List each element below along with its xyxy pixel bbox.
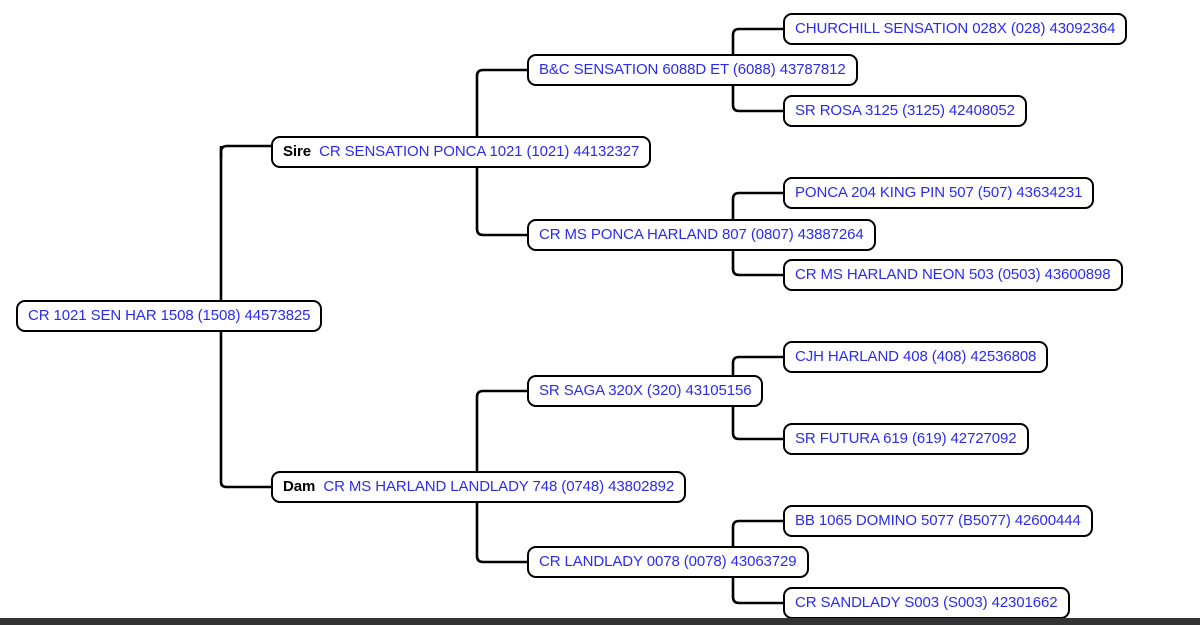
pedigree-node-sire-dam-sire[interactable]: PONCA 204 KING PIN 507 (507) 43634231: [783, 177, 1095, 209]
pedigree-node-root-name: CR 1021 SEN HAR 1508 (1508) 44573825: [28, 307, 311, 324]
pedigree-node-sire-dam[interactable]: CR MS PONCA HARLAND 807 (0807) 43887264: [527, 219, 876, 251]
pedigree-node-sire-dam-sire-name: PONCA 204 KING PIN 507 (507) 43634231: [795, 184, 1083, 201]
pedigree-node-dam-dam-sire-name: BB 1065 DOMINO 5077 (B5077) 42600444: [795, 512, 1081, 529]
pedigree-node-dam-sire-dam-name: SR FUTURA 619 (619) 42727092: [795, 430, 1017, 447]
pedigree-node-sire-role: Sire: [283, 143, 316, 160]
pedigree-node-dam-dam-dam-name: CR SANDLADY S003 (S003) 42301662: [795, 594, 1058, 611]
pedigree-node-sire-sire-name: B&C SENSATION 6088D ET (6088) 43787812: [539, 61, 846, 78]
pedigree-node-dam-sire[interactable]: SR SAGA 320X (320) 43105156: [527, 375, 764, 407]
connector-root-to-dam: [219, 481, 271, 489]
pedigree-node-dam-dam-name: CR LANDLADY 0078 (0078) 43063729: [539, 553, 797, 570]
pedigree-node-sire-sire-sire-name: CHURCHILL SENSATION 028X (028) 43092364: [795, 20, 1116, 37]
pedigree-node-sire-sire-sire[interactable]: CHURCHILL SENSATION 028X (028) 43092364: [783, 13, 1128, 45]
pedigree-node-sire-dam-dam-name: CR MS HARLAND NEON 503 (0503) 43600898: [795, 266, 1111, 283]
pedigree-node-sire-dam-dam[interactable]: CR MS HARLAND NEON 503 (0503) 43600898: [783, 259, 1123, 291]
pedigree-node-dam-dam[interactable]: CR LANDLADY 0078 (0078) 43063729: [527, 546, 809, 578]
pedigree-node-dam-sire-sire[interactable]: CJH HARLAND 408 (408) 42536808: [783, 341, 1049, 373]
pedigree-node-sire-name: CR SENSATION PONCA 1021 (1021) 44132327: [319, 143, 640, 160]
pedigree-node-dam-role: Dam: [283, 478, 320, 495]
bottom-scrollbar[interactable]: [0, 618, 1200, 625]
pedigree-node-sire-sire[interactable]: B&C SENSATION 6088D ET (6088) 43787812: [527, 54, 858, 86]
pedigree-node-dam-dam-sire[interactable]: BB 1065 DOMINO 5077 (B5077) 42600444: [783, 505, 1093, 537]
pedigree-node-dam-sire-name: SR SAGA 320X (320) 43105156: [539, 382, 752, 399]
pedigree-node-sire-sire-dam[interactable]: SR ROSA 3125 (3125) 42408052: [783, 95, 1027, 127]
pedigree-node-dam-sire-sire-name: CJH HARLAND 408 (408) 42536808: [795, 348, 1037, 365]
pedigree-node-sire[interactable]: Sire CR SENSATION PONCA 1021 (1021) 4413…: [271, 136, 652, 168]
connector-dam-to-dam-dam: [475, 493, 527, 564]
pedigree-node-sire-sire-dam-name: SR ROSA 3125 (3125) 42408052: [795, 102, 1015, 119]
pedigree-node-dam-name: CR MS HARLAND LANDLADY 748 (0748) 438028…: [323, 478, 675, 495]
pedigree-node-dam[interactable]: Dam CR MS HARLAND LANDLADY 748 (0748) 43…: [271, 471, 687, 503]
pedigree-node-dam-dam-dam[interactable]: CR SANDLADY S003 (S003) 42301662: [783, 587, 1070, 619]
connector-sire-to-sire-dam: [475, 158, 527, 237]
pedigree-node-dam-sire-dam[interactable]: SR FUTURA 619 (619) 42727092: [783, 423, 1029, 455]
pedigree-node-root[interactable]: CR 1021 SEN HAR 1508 (1508) 44573825: [16, 300, 323, 332]
connector-root-spine: [219, 144, 271, 158]
pedigree-node-sire-dam-name: CR MS PONCA HARLAND 807 (0807) 43887264: [539, 226, 864, 243]
